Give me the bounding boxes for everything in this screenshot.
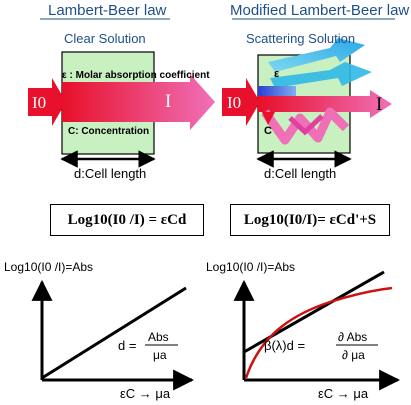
left-c-label: C: Concentration: [68, 126, 150, 137]
left-cell-length-label: d:Cell length: [74, 166, 147, 181]
left-formula-left: d =: [118, 338, 137, 353]
left-graph-x-label: εC → μa: [120, 386, 171, 401]
epsilon-band: [258, 86, 296, 98]
right-graph-curve: [244, 286, 393, 379]
left-graph-line: [41, 286, 187, 380]
right-epsilon-label: ε: [274, 68, 280, 80]
right-incident-arrow: [222, 78, 260, 126]
left-incident-label: I0: [32, 93, 47, 112]
right-formula-left: β(λ)d =: [264, 338, 306, 353]
left-heading: Lambert-Beer law: [48, 2, 167, 19]
scatter-path-magenta: [288, 114, 324, 136]
left-epsilon-label: ε : Molar absorption coefficient: [62, 70, 210, 81]
right-incident-label: I0: [227, 93, 242, 112]
left-incident-arrow: [28, 78, 66, 126]
left-transmitted-label: I: [165, 91, 172, 112]
scatter-arrow-upper: [268, 38, 365, 72]
right-beam-arrow: [258, 90, 392, 118]
right-subheading: Scattering Solution: [246, 31, 356, 46]
left-beam-arrow: [62, 74, 215, 130]
scatter-arrow-lower: [270, 62, 372, 88]
left-graph-y-label: Log10(I0 /I)=Abs: [4, 260, 94, 274]
right-c-label: C: [264, 125, 272, 137]
right-graph-y-label: Log10(I0 /I)=Abs: [206, 260, 296, 274]
right-formula-numerator: ∂ Abs: [338, 330, 368, 344]
right-formula-denominator: ∂ μa: [342, 348, 365, 362]
scatter-fragment: [262, 112, 275, 125]
right-graph-x-label: εC → μa: [318, 386, 369, 401]
left-formula-numerator: Abs: [148, 330, 169, 344]
right-heading: Modified Lambert-Beer law: [230, 2, 410, 19]
left-formula-denominator: μa: [153, 348, 167, 362]
left-subheading: Clear Solution: [64, 31, 146, 46]
right-cell-length-label: d:Cell length: [264, 166, 337, 181]
left-equation-box: Log10(I0 /I) = εCd: [50, 204, 204, 236]
right-transmitted-label: I: [376, 94, 383, 115]
right-equation-box: Log10(I0/I)= εCd'+S: [230, 204, 390, 236]
